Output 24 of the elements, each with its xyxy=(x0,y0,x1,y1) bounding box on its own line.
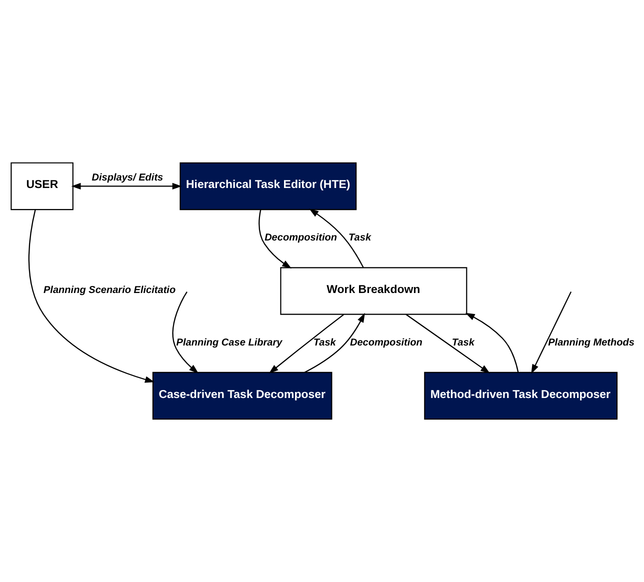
node-box: Method-driven Task Decomposer xyxy=(424,372,618,420)
arrow xyxy=(406,314,490,374)
edge-label: Decomposition xyxy=(264,232,338,244)
arrow xyxy=(172,292,199,374)
edge-label: Task xyxy=(313,337,336,348)
arrow xyxy=(268,314,344,374)
edge-label: Planning Case Library xyxy=(176,337,282,348)
node-box: USER xyxy=(10,162,74,210)
arrow xyxy=(531,292,572,374)
node-box: Hierarchical Task Editor (HTE) xyxy=(180,162,357,210)
arrow xyxy=(258,210,292,269)
arrow xyxy=(304,312,365,373)
edge-label: Displays/ Edits xyxy=(92,172,164,184)
node-box: Case-driven Task Decomposer xyxy=(152,372,332,420)
edge-label: Task xyxy=(348,232,372,244)
arrow xyxy=(28,210,155,383)
node-box: Work Breakdown xyxy=(280,267,468,315)
edge-label: Task xyxy=(452,337,474,348)
arrow xyxy=(71,182,182,190)
edge-label: Planning Methods xyxy=(548,337,634,348)
edge-label: Planning Scenario Elicitatio xyxy=(43,284,176,296)
arrow xyxy=(309,208,364,268)
arrow xyxy=(465,312,519,372)
edge-label: Decomposition xyxy=(350,337,422,348)
